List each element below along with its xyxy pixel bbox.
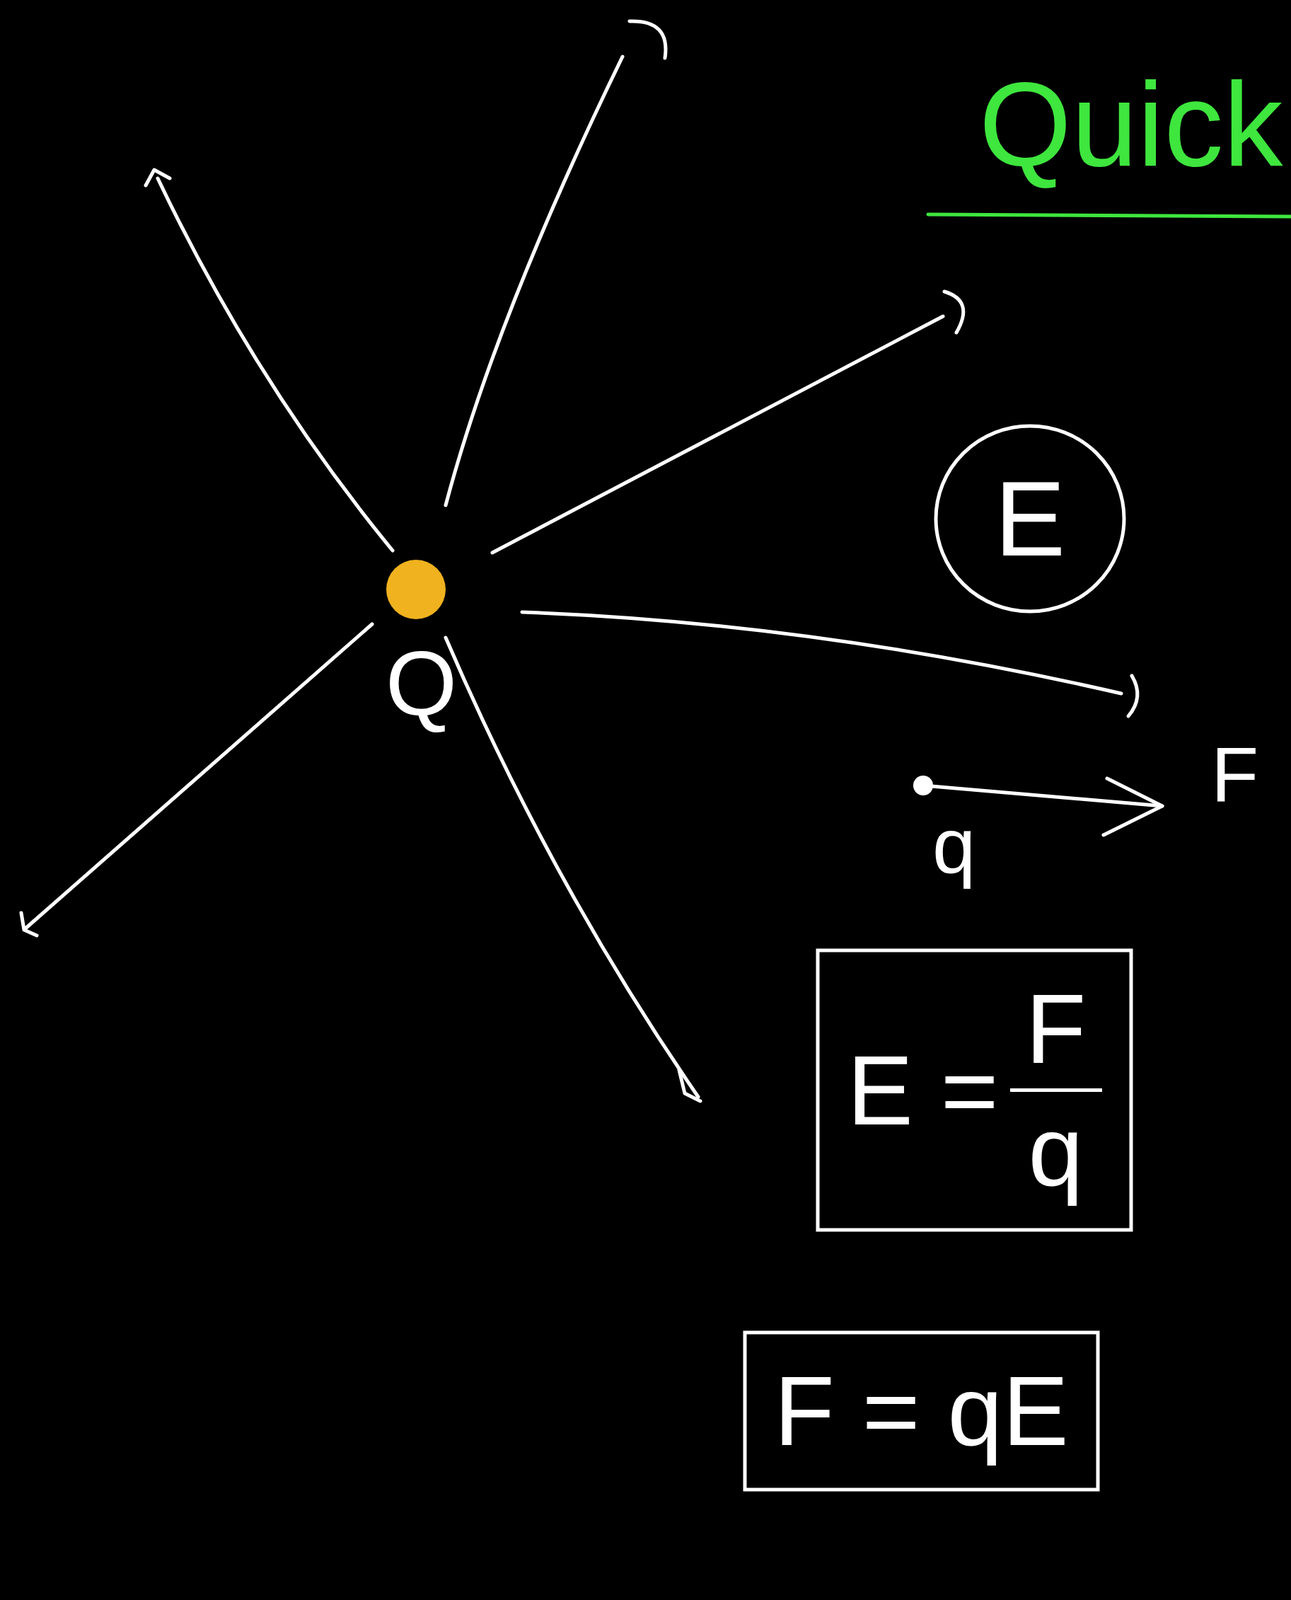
arrow-head xyxy=(1103,778,1163,835)
field-line xyxy=(445,637,699,1097)
arrow-head xyxy=(629,21,666,59)
node-text: F = qE xyxy=(773,1361,1069,1461)
arrow-head xyxy=(21,912,37,936)
formula-text: E = xyxy=(846,1040,999,1140)
field-circle-border xyxy=(935,425,1125,612)
formula-box: F = qE xyxy=(742,1329,1101,1492)
field-circle: E xyxy=(933,423,1127,615)
field-line xyxy=(522,611,1122,694)
arrow-head xyxy=(944,291,964,333)
arrow-head xyxy=(145,169,170,186)
fraction-bar xyxy=(1010,1087,1103,1092)
numerator: F xyxy=(1025,979,1087,1079)
charge-label: Q xyxy=(385,636,457,729)
title-underline xyxy=(928,214,1291,217)
formula-box: E = Fq xyxy=(815,947,1134,1232)
arrow-head xyxy=(1128,675,1138,716)
field-line xyxy=(492,316,943,553)
test-charge xyxy=(913,775,934,796)
node-text: E xyxy=(994,465,1066,572)
source-charge xyxy=(386,559,446,619)
force-label: F xyxy=(1211,735,1259,814)
denominator: q xyxy=(1028,1101,1084,1201)
test-charge-label: q xyxy=(932,806,976,885)
field-line xyxy=(25,623,373,929)
formula-box-border xyxy=(744,1332,1098,1490)
title: Quick xyxy=(979,65,1283,184)
field-line xyxy=(157,178,393,551)
arrow-head xyxy=(679,1069,701,1101)
field-line xyxy=(445,56,623,506)
formula-box-border xyxy=(817,950,1132,1230)
